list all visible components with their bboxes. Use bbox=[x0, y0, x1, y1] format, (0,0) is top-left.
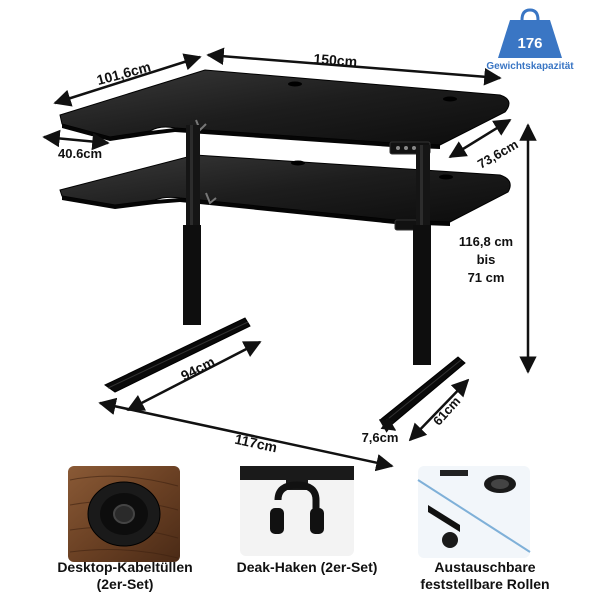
thumb-cable-grommet bbox=[68, 466, 180, 562]
desk-top-upper bbox=[59, 69, 510, 149]
label-foot-width: 7,6cm bbox=[362, 430, 399, 445]
arrow-depth-wing bbox=[42, 129, 110, 151]
label-height-2: bis bbox=[477, 252, 496, 267]
caption-cable-grommet-line1: Desktop-Kabeltüllen bbox=[57, 559, 193, 575]
label-height-1: 116,8 cm bbox=[459, 234, 513, 249]
caption-desk-hook: Deak-Haken (2er-Set) bbox=[222, 559, 392, 576]
label-depth-wing: 40.6cm bbox=[58, 146, 102, 161]
caption-cable-grommet: Desktop-Kabeltüllen (2er-Set) bbox=[40, 559, 210, 593]
weight-capacity-badge: 176 Gewichtskapazität bbox=[470, 6, 590, 74]
label-height-3: 71 cm bbox=[468, 270, 505, 285]
thumb-desk-hook bbox=[240, 466, 354, 556]
weight-icon bbox=[498, 20, 562, 58]
label-depth-right: 73,6cm bbox=[475, 137, 521, 172]
arrow-foot-right bbox=[408, 378, 470, 442]
caption-cable-grommet-line2: (2er-Set) bbox=[96, 576, 154, 592]
weight-value: 176 bbox=[517, 35, 543, 52]
caption-desk-hook-line1: Deak-Haken (2er-Set) bbox=[236, 559, 378, 575]
label-width-top: 150cm bbox=[313, 51, 358, 70]
caption-casters-line2: feststellbare Rollen bbox=[420, 576, 550, 592]
desk-top-lower bbox=[59, 154, 511, 226]
label-base-span: 117cm bbox=[233, 431, 278, 456]
arrow-base-span bbox=[98, 397, 394, 472]
label-foot-right: 61cm bbox=[430, 394, 463, 429]
label-width-left: 101,6cm bbox=[95, 58, 153, 88]
caption-casters: Austauschbare feststellbare Rollen bbox=[400, 559, 570, 593]
caption-casters-line1: Austauschbare bbox=[434, 559, 536, 575]
arrow-depth-right bbox=[448, 118, 512, 159]
weight-label: Gewichtskapazität bbox=[486, 61, 574, 72]
thumb-casters bbox=[417, 466, 531, 558]
arrow-width-top bbox=[206, 47, 502, 86]
arrow-width-left bbox=[53, 53, 202, 107]
